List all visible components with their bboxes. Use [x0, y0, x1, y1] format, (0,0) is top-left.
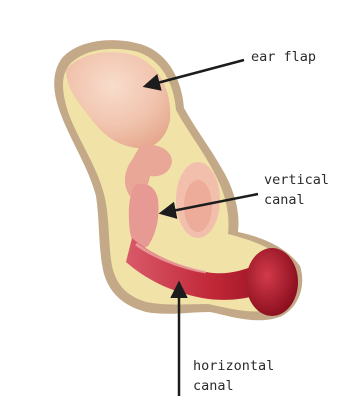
vertical-canal-label-line-1: vertical [264, 170, 329, 190]
vertical-canal-label-line-2: canal [264, 190, 305, 210]
ear-flap-label: ear flap [251, 47, 316, 67]
horizontal-canal-label-line-1: horizontal [193, 356, 274, 376]
canal-tip [246, 248, 298, 316]
horizontal-canal-label-line-2: canal [193, 376, 234, 396]
